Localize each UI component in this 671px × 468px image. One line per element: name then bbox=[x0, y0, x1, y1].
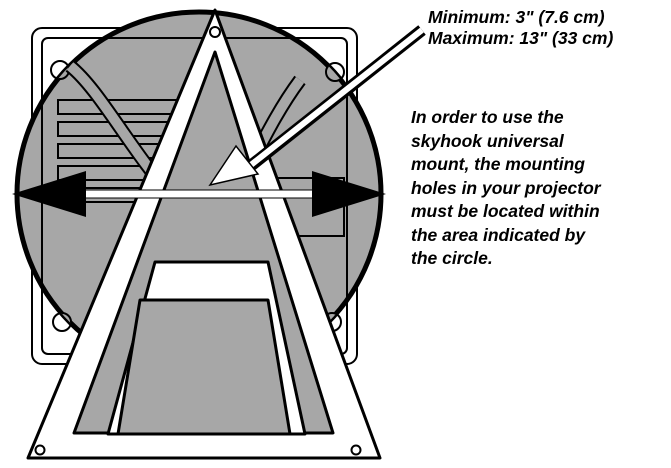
instruction-line: must be located within bbox=[411, 201, 600, 221]
instruction-line: In order to use the bbox=[411, 107, 564, 127]
maximum-label: Maximum: 13" (33 cm) bbox=[428, 28, 614, 48]
right-arrowhead bbox=[312, 171, 386, 217]
instruction-line: mount, the mounting bbox=[411, 154, 585, 174]
instruction-line: skyhook universal bbox=[411, 130, 564, 151]
diameter-arrow bbox=[12, 171, 386, 217]
pointer-arrow bbox=[208, 25, 426, 187]
mount-range-text: Minimum: 3" (7.6 cm) Maximum: 13" (33 cm… bbox=[428, 7, 668, 49]
instruction-line: the circle. bbox=[411, 248, 493, 268]
bottom-right-hole bbox=[350, 444, 362, 456]
instruction-text: In order to use the skyhook universal mo… bbox=[411, 106, 666, 271]
minimum-label: Minimum: 3" (7.6 cm) bbox=[428, 7, 605, 27]
a-frame-mount bbox=[26, 8, 382, 460]
top-hole bbox=[209, 26, 221, 38]
leg-holes bbox=[34, 26, 362, 456]
instruction-line: holes in your projector bbox=[411, 177, 601, 198]
left-arrowhead bbox=[12, 171, 86, 217]
instruction-line: the area indicated by bbox=[411, 224, 586, 245]
bottom-left-hole bbox=[34, 444, 46, 456]
